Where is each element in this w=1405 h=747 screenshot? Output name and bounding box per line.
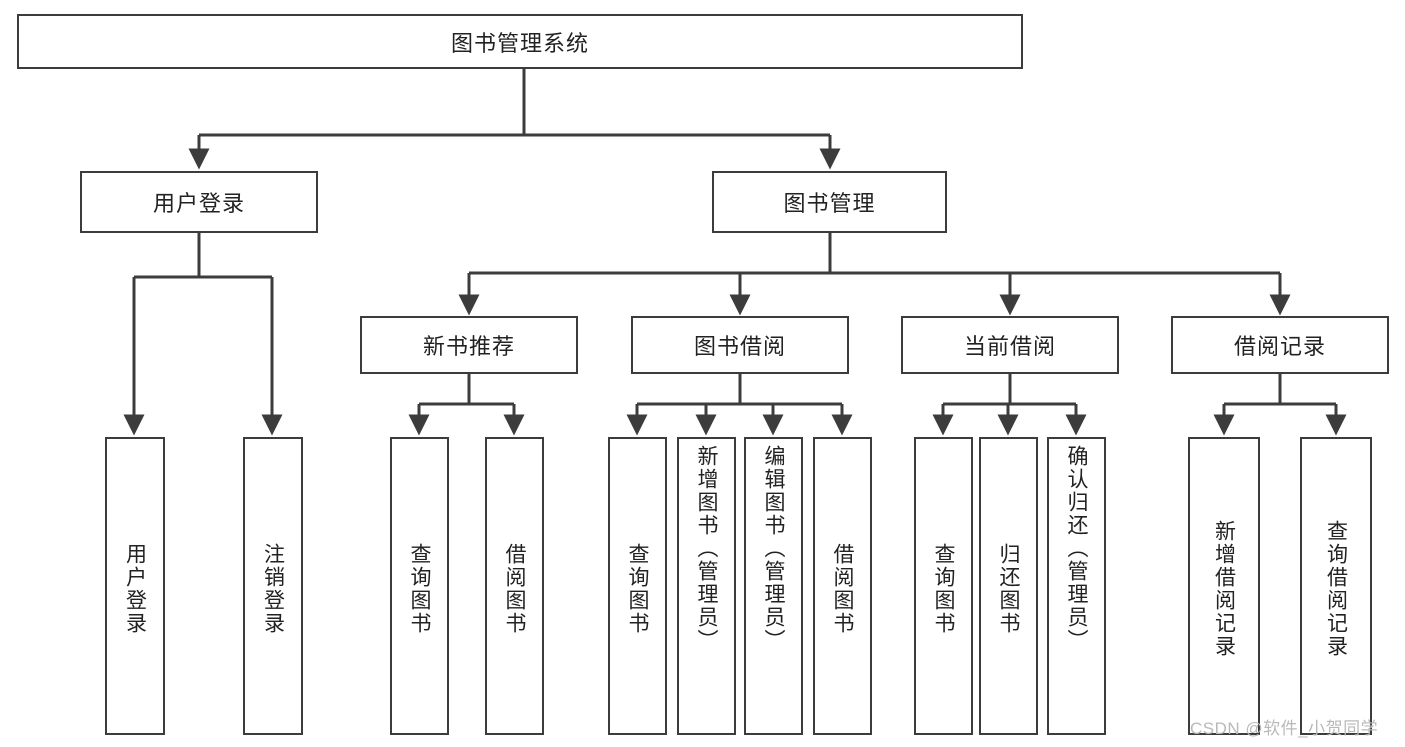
node-leaf-query-borrow-record[interactable]: 查询借阅记录 <box>1300 437 1372 735</box>
node-root-label: 图书管理系统 <box>450 30 589 56</box>
node-leaf-return-book[interactable]: 归还图书 <box>979 437 1038 735</box>
node-book-manage-label: 图书管理 <box>783 191 876 216</box>
node-leaf-return-book-label: 归还图书 <box>997 543 1020 635</box>
node-leaf-add-borrow-record[interactable]: 新增借阅记录 <box>1188 437 1260 735</box>
node-user-login-label: 用户登录 <box>152 191 245 216</box>
node-leaf-query-book-rec-label: 查询图书 <box>408 543 431 635</box>
node-leaf-borrow-book-rec-label: 借阅图书 <box>503 543 526 635</box>
node-leaf-add-book-admin-label: 新增图书（管理员） <box>695 445 718 652</box>
node-leaf-logout-login[interactable]: 注销登录 <box>243 437 303 735</box>
csdn-watermark: CSDN @软件_小贺同学 <box>1190 719 1379 738</box>
node-leaf-confirm-return-admin-label: 确认归还（管理员） <box>1065 445 1088 652</box>
node-leaf-confirm-return-admin[interactable]: 确认归还（管理员） <box>1047 437 1106 735</box>
node-current-borrow-label: 当前借阅 <box>963 334 1056 359</box>
node-leaf-edit-book-admin[interactable]: 编辑图书（管理员） <box>744 437 803 735</box>
node-leaf-borrow-book-rec[interactable]: 借阅图书 <box>485 437 544 735</box>
node-leaf-query-book-borrow[interactable]: 查询图书 <box>608 437 667 735</box>
node-leaf-query-book-current[interactable]: 查询图书 <box>914 437 973 735</box>
node-root[interactable]: 图书管理系统 <box>17 14 1023 69</box>
node-new-book-rec-label: 新书推荐 <box>422 334 515 359</box>
node-leaf-user-login[interactable]: 用户登录 <box>105 437 165 735</box>
node-borrow-record-label: 借阅记录 <box>1233 334 1326 359</box>
node-book-borrow-label: 图书借阅 <box>693 334 786 359</box>
node-current-borrow[interactable]: 当前借阅 <box>901 316 1119 374</box>
node-leaf-logout-login-label: 注销登录 <box>261 543 285 635</box>
node-leaf-query-borrow-record-label: 查询借阅记录 <box>1324 520 1348 658</box>
node-leaf-query-book-current-label: 查询图书 <box>932 543 955 635</box>
node-leaf-query-book-rec[interactable]: 查询图书 <box>390 437 449 735</box>
node-book-manage[interactable]: 图书管理 <box>712 171 947 233</box>
node-user-login[interactable]: 用户登录 <box>80 171 318 233</box>
node-leaf-add-borrow-record-label: 新增借阅记录 <box>1212 520 1236 658</box>
node-leaf-borrow-book-label: 借阅图书 <box>831 543 854 635</box>
node-leaf-borrow-book[interactable]: 借阅图书 <box>813 437 872 735</box>
node-new-book-rec[interactable]: 新书推荐 <box>360 316 578 374</box>
node-leaf-edit-book-admin-label: 编辑图书（管理员） <box>762 445 785 652</box>
node-leaf-user-login-label: 用户登录 <box>123 543 147 635</box>
node-borrow-record[interactable]: 借阅记录 <box>1171 316 1389 374</box>
node-leaf-query-book-borrow-label: 查询图书 <box>626 543 649 635</box>
node-book-borrow[interactable]: 图书借阅 <box>631 316 849 374</box>
node-leaf-add-book-admin[interactable]: 新增图书（管理员） <box>677 437 736 735</box>
